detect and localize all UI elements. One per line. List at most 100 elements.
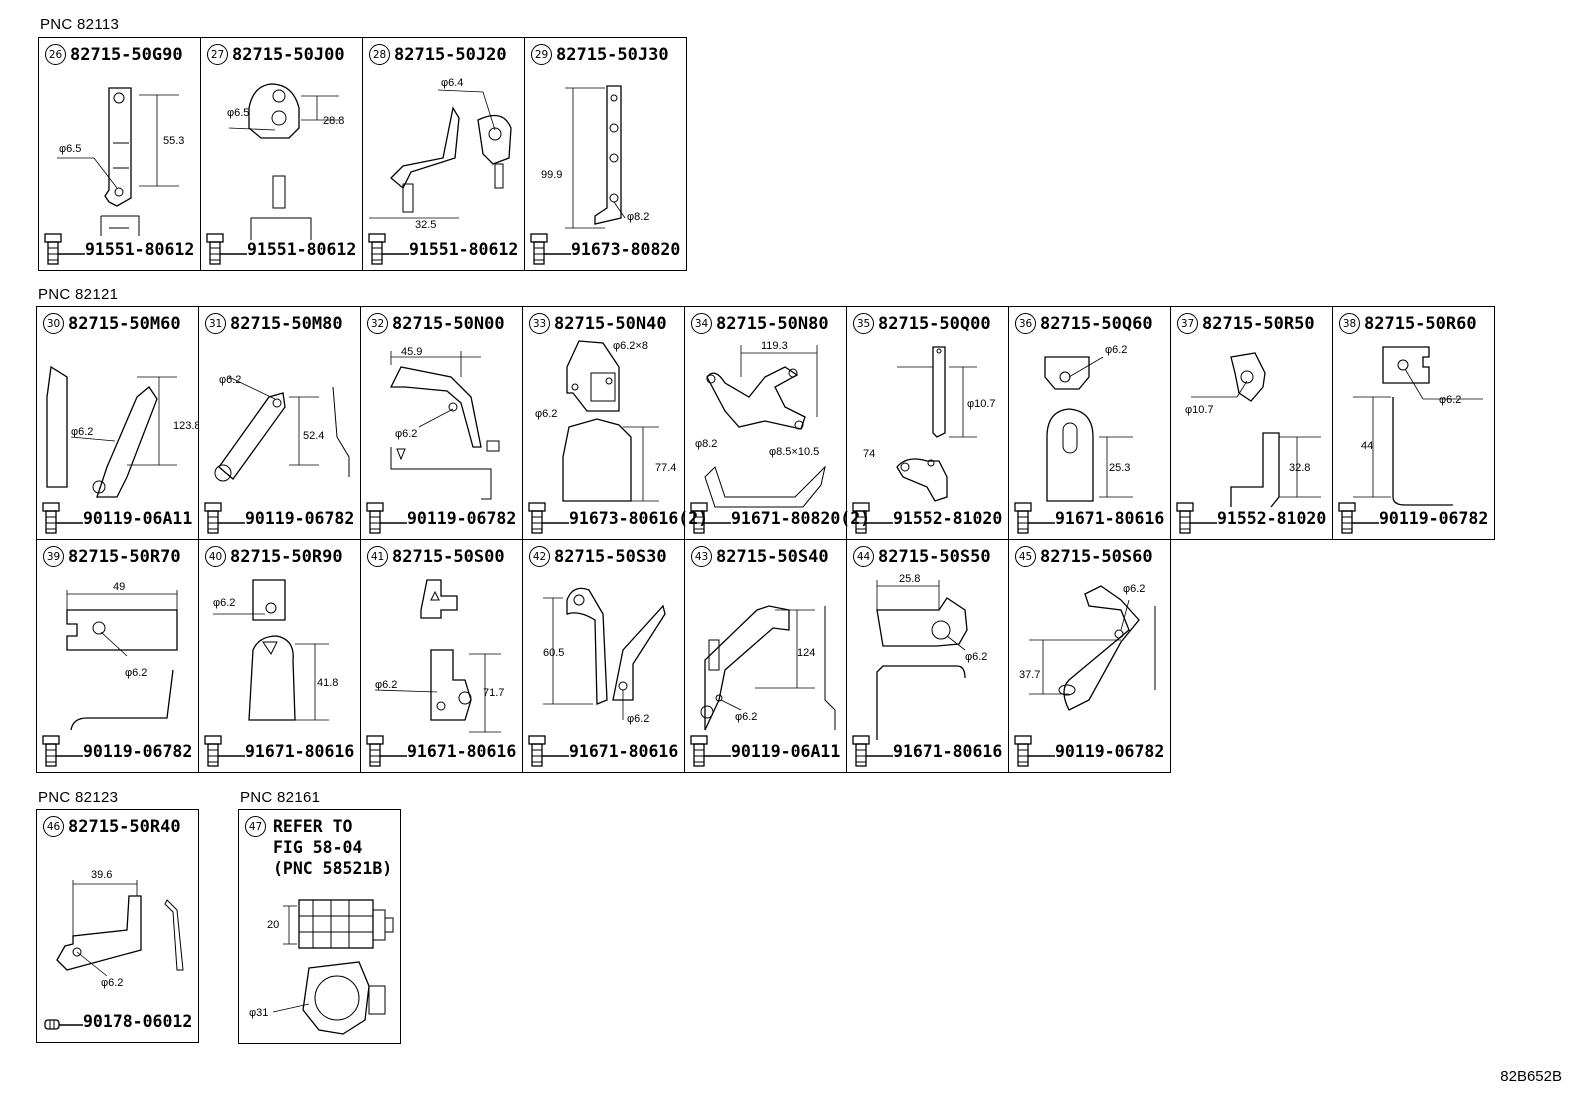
- bolt-part-number: 91673-80820: [571, 239, 681, 259]
- callout-number: 34: [691, 313, 712, 334]
- dim-label: 45.9: [401, 346, 422, 358]
- bolt-icon: [1176, 502, 1217, 534]
- bolt-icon: [204, 502, 245, 534]
- bracket-drawing: φ6.2 37.7: [1019, 583, 1156, 711]
- dim-label: φ6.2: [1105, 344, 1127, 356]
- part-number: 82715-50Q60: [1040, 313, 1153, 334]
- dim-label: 49: [113, 581, 125, 593]
- dim-label: φ10.7: [967, 398, 996, 410]
- pnc-label-82121: PNC 82121: [38, 286, 119, 303]
- bolt-icon: [1338, 502, 1379, 534]
- dim-label: 77.4: [655, 462, 676, 474]
- dim-label: 44: [1361, 440, 1373, 452]
- dim-label: 32.5: [415, 219, 436, 231]
- part-number: 82715-50N40: [554, 313, 667, 334]
- pnc-label-82113: PNC 82113: [40, 16, 120, 33]
- part-number: 82715-50R50: [1202, 313, 1315, 334]
- dim-label: φ6.2: [1123, 583, 1145, 595]
- bolt-icon: [366, 735, 407, 767]
- bolt-part-number: 90119-06782: [1055, 741, 1165, 761]
- callout-number: 40: [205, 546, 226, 567]
- part-number: 82715-50J30: [556, 44, 669, 65]
- callout-number: 41: [367, 546, 388, 567]
- dim-label: 99.9: [541, 169, 562, 181]
- dim-label: φ6.2: [735, 711, 757, 723]
- dim-label: 28.8: [323, 115, 344, 127]
- dim-label: 60.5: [543, 647, 564, 659]
- callout-number: 46: [43, 816, 64, 837]
- dim-label: φ8.2: [695, 438, 717, 450]
- bolt-part-number: 91671-80616: [1055, 508, 1165, 528]
- callout-number: 42: [529, 546, 550, 567]
- dim-label: 71.7: [483, 687, 504, 699]
- bolt-icon: [42, 735, 83, 767]
- dim-label: φ8.5×10.5: [769, 446, 819, 458]
- bolt-part-number: 90119-06A11: [731, 741, 841, 761]
- dim-label: 55.3: [163, 135, 184, 147]
- bolt-part-number: 91671-80820(2): [731, 508, 871, 528]
- dim-label: 37.7: [1019, 669, 1040, 681]
- dim-label: φ6.2×8: [613, 340, 648, 352]
- bracket-drawing: 32.5 φ6.4: [369, 77, 512, 231]
- bolt-part-number: 91551-80612: [409, 239, 519, 259]
- dim-label: φ6.5: [227, 107, 249, 119]
- part-number: 82715-50R70: [68, 546, 181, 567]
- bolt-part-number: 90119-06782: [407, 508, 517, 528]
- part-cell-47[interactable]: 47 REFER TO FIG 58-04 (PNC 58521B) 20 φ3…: [239, 810, 401, 1043]
- bolt-icon: [206, 233, 247, 265]
- bolt-part-number: 90119-06782: [83, 741, 193, 761]
- callout-number: 26: [45, 44, 66, 65]
- bracket-drawing: 28.8 φ6.5: [227, 83, 344, 240]
- callout-number: 31: [205, 313, 226, 334]
- part-number: 82715-50S00: [392, 546, 505, 567]
- part-number: 82715-50S50: [878, 546, 991, 567]
- bolt-part-number: 91551-80612: [247, 239, 357, 259]
- bracket-drawing: 49 φ6.2: [66, 581, 178, 731]
- bolt-part-number: 91552-81020: [893, 508, 1003, 528]
- clip-drawing: 20 φ31: [249, 899, 394, 1035]
- refer-line: FIG 58-04: [273, 838, 363, 857]
- callout-number: 47: [245, 816, 266, 837]
- dim-label: 123.8: [173, 420, 199, 432]
- bolt-icon: [690, 502, 731, 534]
- dim-label: 74: [863, 448, 875, 460]
- bracket-drawing: 60.5φ6.2: [543, 587, 666, 725]
- dim-label: φ6.2: [213, 597, 235, 609]
- dim-label: φ6.2: [125, 667, 147, 679]
- pnc-label-82123: PNC 82123: [38, 789, 119, 806]
- dim-label: φ6.2: [1439, 394, 1461, 406]
- bolt-part-number: 91671-80616: [569, 741, 679, 761]
- callout-number: 30: [43, 313, 64, 334]
- part-number: 82715-50S40: [716, 546, 829, 567]
- dim-label: φ6.2: [375, 679, 397, 691]
- bracket-drawing: 55.3 φ6.5: [57, 87, 184, 236]
- callout-number: 38: [1339, 313, 1360, 334]
- bracket-drawing: 74 φ10.7: [863, 346, 996, 502]
- bolt-icon: [1014, 502, 1055, 534]
- dim-label: φ6.2: [71, 426, 93, 438]
- dim-label: φ6.5: [59, 143, 81, 155]
